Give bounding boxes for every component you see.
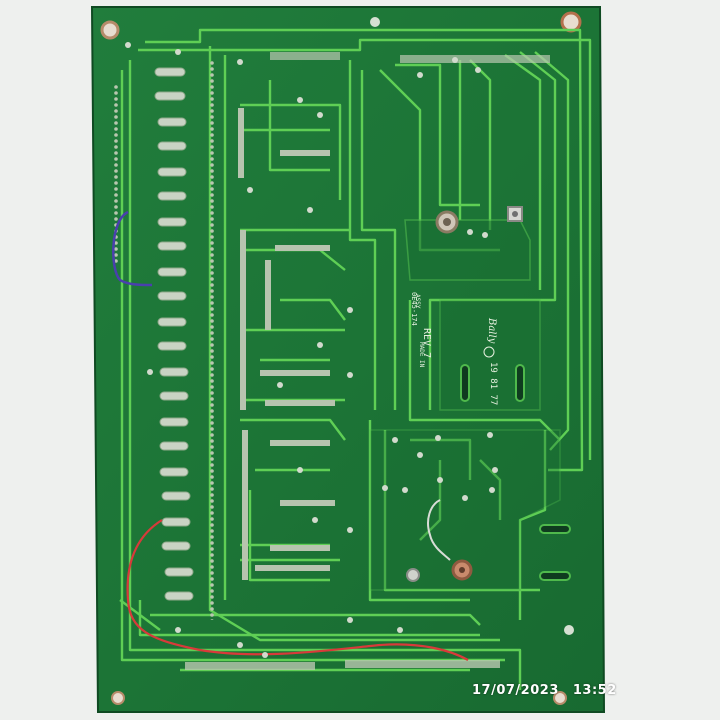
mounting-hole xyxy=(564,625,574,635)
header-top-right xyxy=(400,55,550,63)
standoff-nut xyxy=(435,210,459,234)
mounting-hole xyxy=(560,11,582,33)
silk-made-in: MADE IN xyxy=(418,342,425,368)
blue-jumper-wire xyxy=(112,210,153,287)
ic-footprints xyxy=(238,108,335,580)
red-jumper-wire xyxy=(126,519,469,661)
mounting-hole xyxy=(100,20,120,40)
header-bottom-right xyxy=(345,660,500,668)
silk-logo: Bally xyxy=(486,317,497,344)
circuit-board xyxy=(90,6,606,713)
white-jumper-wire xyxy=(427,499,451,561)
silk-revision: REV 7 xyxy=(421,328,432,358)
standoff-nut xyxy=(451,559,473,581)
left-component-column xyxy=(154,67,194,601)
copper-pour xyxy=(369,219,561,591)
mounting-hole xyxy=(370,17,380,27)
header-bottom xyxy=(185,662,315,670)
silk-year: 19 81 77 xyxy=(488,362,498,405)
slot-holes xyxy=(460,364,571,581)
mounting-hole xyxy=(553,691,567,705)
mounting-hole xyxy=(111,691,125,705)
standoff-nut xyxy=(507,206,523,222)
silk-assembly: ASSY xyxy=(414,294,421,309)
edge-connector-left xyxy=(114,85,122,265)
photo-timestamp: 17/07/2023 13:52 xyxy=(472,683,617,698)
timestamp-time: 13:52 xyxy=(572,683,617,698)
timestamp-date: 17/07/2023 xyxy=(472,683,559,698)
standoff-nut xyxy=(406,568,420,582)
silk-part-number: 0E45-174 xyxy=(410,292,418,326)
header-top xyxy=(270,52,340,60)
solder-joints xyxy=(125,42,498,658)
copyright-icon xyxy=(483,346,495,358)
header-left-vertical xyxy=(206,60,214,620)
silkscreen-markings: 0E45-174 REV 7 ASSY MADE IN 19 81 77 Bal… xyxy=(410,292,498,405)
